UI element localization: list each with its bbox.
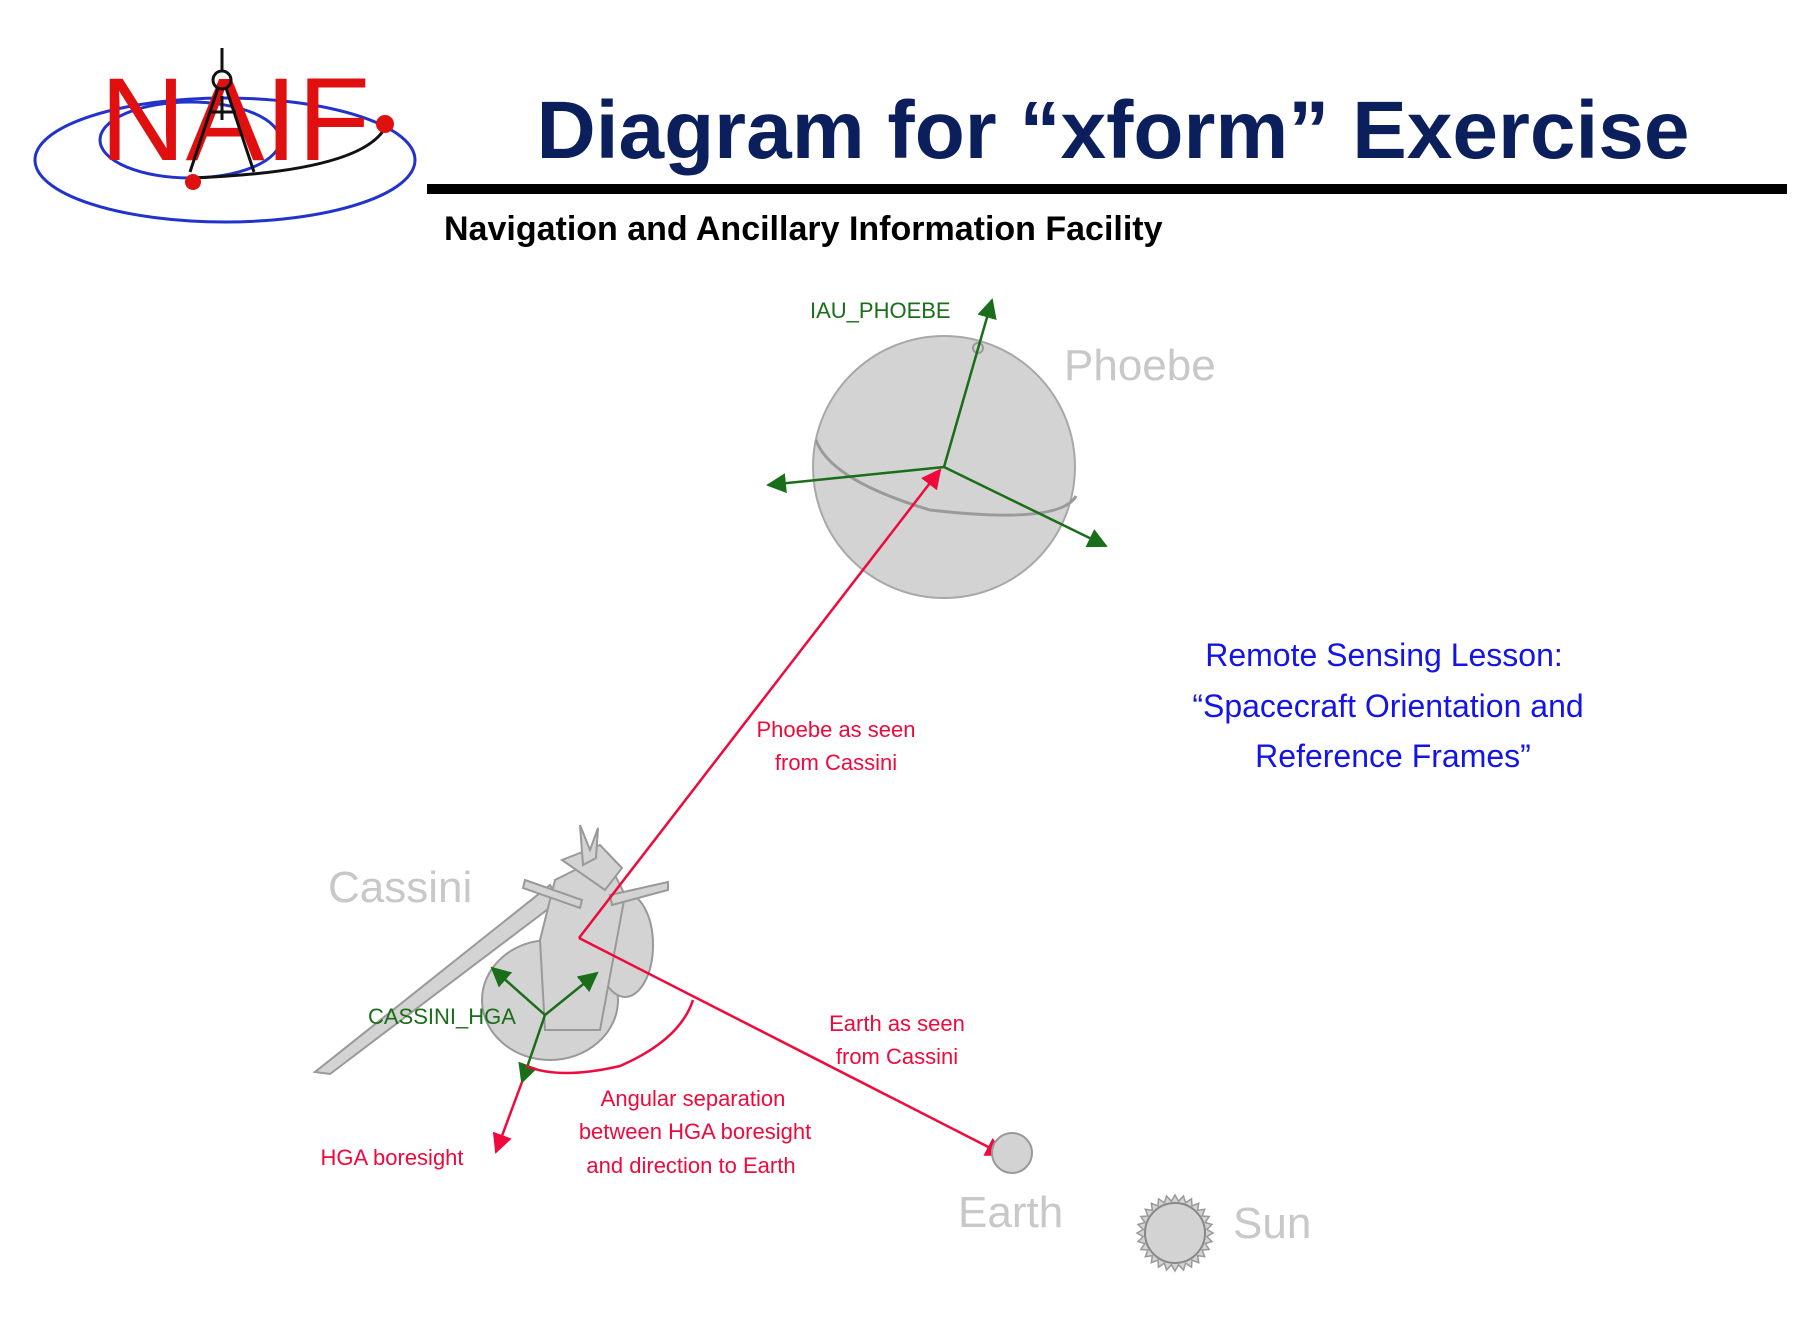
- cassini-hga-axis-down: [518, 1014, 547, 1084]
- angular-separation-arc: [525, 999, 695, 1075]
- hga-boresight-vector: [492, 1081, 524, 1154]
- cassini-antenna-top: [579, 824, 599, 867]
- earth-vector: [578, 936, 1006, 1157]
- phoebe-vector-label-1: Phoebe as seen: [756, 717, 915, 742]
- phoebe-label: Phoebe: [1064, 341, 1216, 390]
- earth-vector-label-1: Earth as seen: [829, 1011, 965, 1036]
- phoebe-vector-label-2: from Cassini: [775, 750, 897, 775]
- iau-phoebe-axis-y: [943, 465, 1108, 548]
- header-rule: [427, 184, 1787, 194]
- naif-logo: NAIF: [33, 48, 417, 224]
- lesson-line-3: Reference Frames”: [1255, 738, 1531, 774]
- logo-red-dot-right: [376, 115, 394, 133]
- earth-vector-label-2: from Cassini: [836, 1044, 958, 1069]
- sun-icon: [1135, 1193, 1215, 1273]
- page-subtitle: Navigation and Ancillary Information Fac…: [444, 210, 1163, 248]
- hga-boresight-label: HGA boresight: [320, 1145, 463, 1170]
- cassini-hga-axes: [490, 966, 599, 1084]
- iau-phoebe-axis-z: [942, 298, 997, 468]
- sun-label: Sun: [1233, 1199, 1311, 1248]
- cassini-label: Cassini: [328, 863, 472, 912]
- angle-label-3: and direction to Earth: [586, 1153, 795, 1178]
- iau-phoebe-axis-x: [766, 465, 945, 494]
- earth-label: Earth: [958, 1188, 1063, 1237]
- cassini-hga-axis-left: [490, 966, 546, 1016]
- logo-outer-orbit: [33, 96, 417, 224]
- lesson-line-1: Remote Sensing Lesson:: [1205, 637, 1563, 673]
- vectors: [492, 468, 1006, 1157]
- sun-disk: [1144, 1202, 1206, 1264]
- cassini-boom-left: [521, 878, 584, 910]
- page-title: Diagram for “xform” Exercise: [536, 85, 1689, 176]
- cassini-spacecraft: [312, 824, 669, 1076]
- angle-label-1: Angular separation: [601, 1086, 786, 1111]
- logo-red-dot-left: [185, 174, 201, 190]
- phoebe-equator: [814, 439, 1078, 517]
- compass-icon: [188, 48, 256, 173]
- lesson-line-2: “Spacecraft Orientation and: [1192, 688, 1583, 724]
- cassini-hga-label: CASSINI_HGA: [368, 1004, 516, 1029]
- earth-sphere: [991, 1132, 1033, 1174]
- logo-text: NAIF: [100, 54, 370, 186]
- angle-label-2: between HGA boresight: [579, 1119, 811, 1144]
- iau-phoebe-axes: [766, 298, 1108, 548]
- phoebe-vector: [578, 468, 942, 939]
- cassini-hga-axis-right: [544, 971, 599, 1016]
- cassini-boom-right: [608, 880, 669, 907]
- iau-phoebe-label: IAU_PHOEBE: [810, 298, 951, 323]
- logo-dark-arc: [189, 127, 387, 180]
